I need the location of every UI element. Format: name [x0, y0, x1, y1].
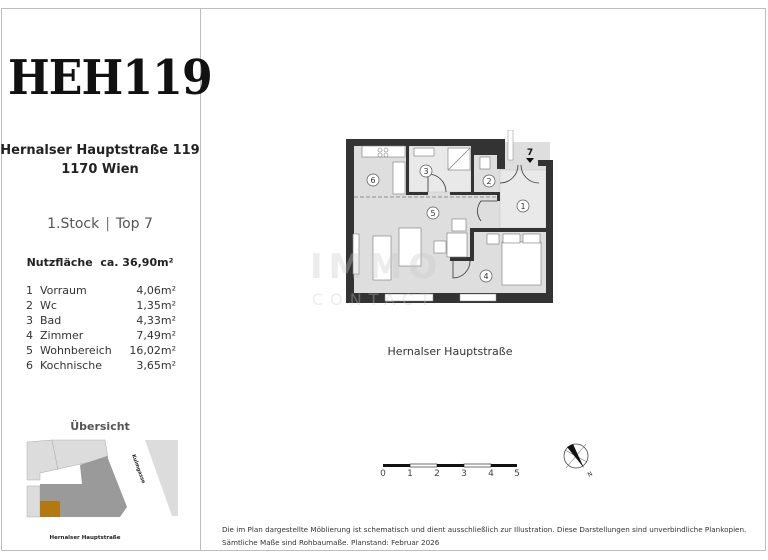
- address-city: 1170 Wien: [61, 162, 139, 177]
- svg-text:1: 1: [520, 202, 525, 211]
- disclaimer-line: Sämtliche Maße sind Rohbaumaße. Planstan…: [222, 538, 440, 547]
- room-area: 16,02m²: [129, 344, 176, 357]
- scale-tick: 3: [461, 469, 467, 479]
- address-street: Hernalser Hauptstraße 119: [0, 143, 200, 158]
- neighbor-building: [145, 440, 178, 516]
- room-row: 2 Wc 1,35m²: [26, 298, 176, 313]
- room-name: Zimmer: [40, 329, 84, 342]
- overview-street-side: Kulmgasse: [130, 454, 146, 485]
- walls: [346, 139, 553, 303]
- room-list: 1 Vorraum 4,06m² 2 Wc 1,35m² 3 Bad 4,33m² 4 Zim…: [26, 283, 176, 373]
- project-logo: HEH119: [8, 50, 213, 106]
- floor-plan: 6 3 2 1 5 4 7: [346, 130, 553, 303]
- area-label: Nutzfläche: [26, 256, 93, 269]
- scale-tick: 1: [407, 469, 413, 479]
- scale-tick: 5: [514, 469, 520, 479]
- room-number: 5: [26, 344, 33, 357]
- plan-street-label: Hernalser Hauptstraße: [387, 345, 513, 358]
- room-name: Bad: [40, 314, 62, 327]
- room-row: 4 Zimmer 7,49m²: [26, 328, 176, 343]
- furniture: [352, 145, 542, 286]
- overview-street-bottom: Hernalser Hauptstraße: [50, 535, 121, 541]
- room-area: 7,49m²: [136, 329, 176, 342]
- unit-highlight: [40, 501, 60, 517]
- disclaimer-line: Die im Plan dargestellte Möblierung ist …: [222, 525, 747, 534]
- unit-label: Top 7: [115, 216, 153, 232]
- disclaimer: Die im Plan dargestellte Möblierung ist …: [222, 523, 746, 549]
- svg-text:3: 3: [423, 167, 428, 176]
- entrance-arrow-icon: [526, 158, 534, 163]
- room-name: Vorraum: [40, 284, 87, 297]
- overview-title: Übersicht: [70, 420, 130, 433]
- panel-divider: [200, 8, 201, 551]
- room-number: 4: [26, 329, 33, 342]
- scale-tick: 2: [434, 469, 440, 479]
- room-name: Wc: [40, 299, 57, 312]
- watermark-logo: IMMO: [310, 247, 444, 287]
- svg-text:2: 2: [486, 177, 491, 186]
- scale-tick: 0: [380, 469, 386, 479]
- neighbor-building: [26, 439, 109, 481]
- room-area: 4,06m²: [136, 284, 176, 297]
- windows: [384, 130, 514, 302]
- separator: |: [105, 216, 110, 232]
- compass-north-label: N: [587, 470, 594, 478]
- room-row: 1 Vorraum 4,06m²: [26, 283, 176, 298]
- scale-tick: 4: [488, 469, 494, 479]
- overview-map: Hernalser Hauptstraße Kulmgasse: [26, 439, 178, 541]
- neighbor-building: [26, 485, 41, 518]
- room-row: 6 Kochnische 3,65m²: [26, 358, 176, 373]
- room-name: Wohnbereich: [40, 344, 112, 357]
- svg-text:6: 6: [370, 176, 375, 185]
- compass-icon: N: [563, 443, 594, 479]
- floor-label: 1.Stock: [47, 216, 100, 232]
- entrance-label: 7: [527, 148, 533, 158]
- scale-bar: [383, 463, 517, 468]
- unit-heading: 1.Stock | Top 7: [0, 216, 200, 232]
- room-area: 1,35m²: [136, 299, 176, 312]
- watermark-logo-sub: CONTACT: [312, 290, 437, 309]
- total-area: Nutzfläche ca. 36,90m²: [0, 256, 200, 269]
- room-number: 2: [26, 299, 33, 312]
- room-number: 3: [26, 314, 33, 327]
- room-name: Kochnische: [40, 359, 102, 372]
- room-number: 1: [26, 284, 33, 297]
- area-value: ca. 36,90m²: [100, 256, 174, 269]
- room-number: 6: [26, 359, 33, 372]
- room-area: 3,65m²: [136, 359, 176, 372]
- project-building: [40, 456, 127, 517]
- room-row: 3 Bad 4,33m²: [26, 313, 176, 328]
- room-area: 4,33m²: [136, 314, 176, 327]
- room-row: 5 Wohnbereich 16,02m²: [26, 343, 176, 358]
- svg-text:5: 5: [430, 209, 435, 218]
- page-frame: [1, 8, 766, 551]
- svg-text:4: 4: [483, 272, 488, 281]
- room-markers: 6 3 2 1 5 4: [366, 164, 530, 283]
